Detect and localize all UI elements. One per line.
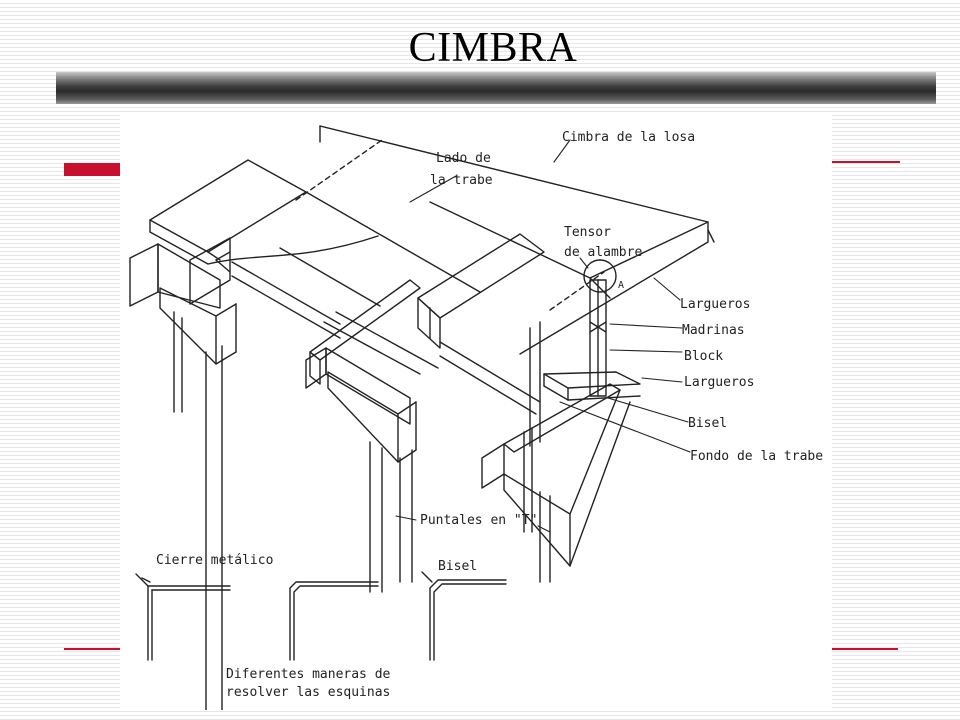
- red-accent-line-top: [832, 161, 900, 163]
- caption-line-2: resolver las esquinas: [226, 685, 390, 700]
- label-marker-a: A: [618, 280, 624, 291]
- label-fondo-trabe: Fondo de la trabe: [690, 449, 823, 464]
- madrinas-block: [529, 279, 607, 447]
- label-cimbra-losa: Cimbra de la losa: [562, 130, 695, 145]
- shore-left: [129, 243, 237, 710]
- label-madrinas: Madrinas: [682, 323, 745, 338]
- caption-line-1: Diferentes maneras de: [226, 667, 391, 682]
- shore-middle: [305, 347, 417, 593]
- cross-members: [231, 247, 541, 415]
- diagram-labels: Cimbra de la losa Lado de la trabe Tenso…: [156, 130, 823, 700]
- red-accent-line-bottom-left: [64, 648, 120, 650]
- tie-wire: [295, 139, 605, 311]
- label-bisel: Bisel: [688, 416, 727, 431]
- red-accent-block: [64, 163, 120, 176]
- label-tensor-1: Tensor: [564, 225, 611, 240]
- slide-title: CIMBRA: [408, 25, 578, 71]
- label-lado-trabe-1: Lado de: [436, 151, 491, 166]
- corner-details: [135, 571, 507, 661]
- label-block: Block: [684, 349, 723, 364]
- leader-lines: [395, 139, 691, 533]
- formwork-diagram: Cimbra de la losa Lado de la trabe Tenso…: [120, 112, 832, 710]
- red-accent-line-bottom-right: [832, 648, 898, 650]
- shore-right: [481, 383, 631, 583]
- label-tensor-2: de alambre: [564, 245, 642, 260]
- label-cierre-metalico: Cierre metálico: [156, 553, 273, 568]
- label-largueros-bottom: Largueros: [684, 375, 754, 390]
- beam-bottom: [543, 371, 641, 401]
- slab-formwork: [149, 125, 715, 355]
- label-puntales: Puntales en "T": [420, 513, 537, 528]
- label-bisel-detail: Bisel: [438, 559, 477, 574]
- label-largueros-top: Largueros: [680, 297, 750, 312]
- formwork-drawing: Cimbra de la losa Lado de la trabe Tenso…: [129, 125, 823, 710]
- beam-side-panel: [189, 233, 545, 385]
- detail-circle-a: [583, 259, 617, 293]
- title-underline-bar: [56, 72, 936, 104]
- label-lado-trabe-2: la trabe: [430, 173, 493, 188]
